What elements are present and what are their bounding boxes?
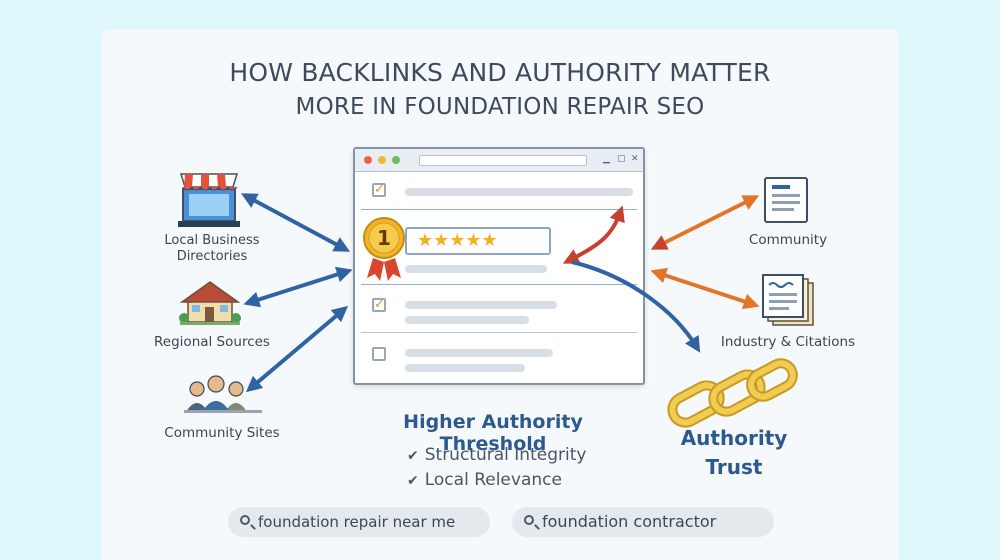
result-separator bbox=[361, 284, 637, 285]
arrow-community-sites-to-results bbox=[245, 305, 349, 393]
storefront-icon bbox=[178, 173, 240, 227]
window-close-icon: ✕ bbox=[631, 154, 639, 164]
source-label-community-sites: Community Sites bbox=[164, 425, 280, 441]
five-star-rating-box: ★★★★★ bbox=[405, 227, 551, 255]
page-title-line-1: HOW BACKLINKS AND AUTHORITY MATTER bbox=[229, 58, 771, 87]
result-line-placeholder bbox=[405, 265, 547, 273]
search-pill-text: foundation contractor bbox=[542, 512, 717, 531]
rank-badge-number: 1 bbox=[377, 226, 391, 250]
page-title-line-2: MORE IN FOUNDATION REPAIR SEO bbox=[295, 94, 705, 120]
check-icon: ✔ bbox=[407, 473, 419, 489]
arrow-rating-to-trust bbox=[571, 260, 701, 353]
house-icon bbox=[179, 281, 241, 325]
checked-checkbox-icon: ✓ bbox=[372, 182, 386, 197]
document-icon bbox=[764, 177, 808, 223]
window-minimize-icon: ▁ bbox=[603, 154, 610, 164]
source-label-line: Local Business bbox=[164, 233, 260, 248]
arrow-industry-to-results bbox=[650, 267, 760, 310]
checked-checkbox-icon: ✓ bbox=[372, 297, 386, 312]
result-line-placeholder bbox=[405, 301, 557, 309]
result-separator bbox=[361, 209, 637, 210]
search-pill-near-me[interactable]: foundation repair near me bbox=[228, 507, 490, 537]
source-label-industry-citations: Industry & Citations bbox=[720, 334, 856, 350]
bullet-text: Structural Integrity bbox=[424, 445, 587, 465]
maximize-dot-icon bbox=[392, 156, 400, 164]
source-label-line: Directories bbox=[176, 249, 248, 264]
bullet-text: Local Relevance bbox=[424, 470, 562, 490]
bullet-local-relevance: ✔ Local Relevance bbox=[407, 470, 562, 490]
check-icon: ✔ bbox=[407, 448, 419, 464]
result-line-placeholder bbox=[405, 316, 529, 324]
result-line-placeholder bbox=[405, 349, 553, 357]
result-separator bbox=[361, 332, 637, 333]
result-line-placeholder bbox=[405, 364, 525, 372]
arrow-rating-feedback bbox=[562, 205, 625, 264]
close-dot-icon bbox=[364, 156, 372, 164]
empty-checkbox-icon bbox=[372, 347, 386, 361]
bullet-structural-integrity: ✔ Structural Integrity bbox=[407, 445, 586, 465]
search-pill-contractor[interactable]: foundation contractor bbox=[512, 507, 774, 537]
search-icon bbox=[240, 515, 250, 525]
arrow-community-to-results bbox=[650, 195, 760, 250]
authority-trust-label: Authority Trust bbox=[672, 424, 796, 482]
people-group-icon bbox=[184, 375, 262, 413]
authority-threshold-heading: Higher Authority Threshold bbox=[403, 411, 583, 455]
browser-title-bar: ▁ ▢ ✕ bbox=[355, 149, 643, 172]
address-bar bbox=[419, 155, 587, 166]
trust-label-line: Trust bbox=[705, 455, 763, 479]
source-label-regional: Regional Sources bbox=[154, 334, 270, 350]
search-pill-text: foundation repair near me bbox=[258, 513, 456, 531]
rank-badge-icon bbox=[363, 217, 405, 281]
arrow-directories-to-results bbox=[240, 193, 351, 252]
arrow-regional-to-results bbox=[243, 266, 353, 308]
search-icon bbox=[524, 515, 534, 525]
window-restore-icon: ▢ bbox=[617, 154, 626, 164]
trust-label-line: Authority bbox=[680, 426, 788, 450]
chain-link-icon bbox=[667, 358, 798, 428]
search-results-browser-window: ▁ ▢ ✕ ✓ ★★★★★ ✓ bbox=[353, 147, 645, 385]
result-line-placeholder bbox=[405, 188, 633, 196]
minimize-dot-icon bbox=[378, 156, 386, 164]
stacked-documents-icon bbox=[762, 274, 814, 326]
source-label-community: Community bbox=[748, 232, 828, 248]
five-stars-icon: ★★★★★ bbox=[417, 230, 498, 251]
source-label-directories: Local Business Directories bbox=[142, 233, 282, 265]
